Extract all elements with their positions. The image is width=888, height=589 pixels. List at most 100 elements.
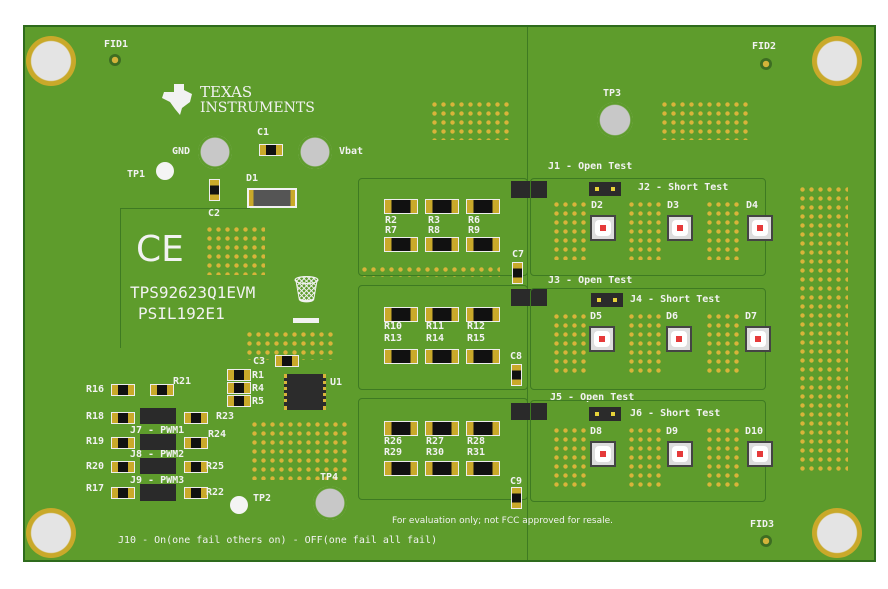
r19-label: R19 [86, 436, 105, 447]
pwm-jumper-j7[interactable] [140, 408, 176, 424]
via-array [360, 265, 500, 277]
r31-label: R31 [467, 447, 486, 458]
j3-label: J3 - Open Test [548, 275, 633, 286]
via-array [205, 225, 265, 275]
mounting-hole [812, 36, 862, 86]
r27-label: R27 [426, 436, 445, 447]
resistor-r30 [425, 461, 459, 476]
c8-label: C8 [510, 351, 523, 362]
test-point-tp3[interactable] [597, 102, 633, 138]
resistor-r6 [466, 199, 500, 214]
gnd-label: GND [172, 146, 191, 157]
r4-label: R4 [252, 383, 265, 394]
ti-logo-line1: TEXAS [200, 83, 253, 101]
capacitor-c2 [209, 179, 220, 201]
r2-label: R2 [385, 215, 398, 226]
resistor-r28 [466, 421, 500, 436]
c7-label: C7 [512, 249, 525, 260]
ce-mark: CE [136, 229, 184, 270]
via-array [627, 312, 663, 374]
r11-label: R11 [426, 321, 445, 332]
d4-label: D4 [746, 200, 759, 211]
gnd-terminal[interactable] [198, 135, 232, 169]
short-test-header-j2[interactable] [589, 182, 621, 196]
resistor-r8 [425, 237, 459, 252]
c3-label: C3 [253, 356, 266, 367]
pwm-jumper-j9[interactable] [140, 484, 176, 501]
j6-label: J6 - Short Test [630, 408, 721, 419]
fiducial-mark [760, 535, 772, 547]
tp2-label: TP2 [253, 493, 272, 504]
r8-label: R8 [428, 225, 441, 236]
d1-label: D1 [246, 173, 259, 184]
j8-label: J8 - PWM2 [130, 449, 185, 460]
r5-label: R5 [252, 396, 265, 407]
mounting-hole [26, 508, 76, 558]
resistor-r19 [111, 437, 135, 449]
ti-texas-icon [162, 84, 192, 115]
via-array [705, 426, 741, 488]
test-point-tp4[interactable] [313, 486, 347, 520]
test-point-tp2[interactable] [230, 496, 248, 514]
resistor-r13 [384, 349, 418, 364]
test-point-tp1[interactable] [156, 162, 174, 180]
r29-label: R29 [384, 447, 403, 458]
pwm-jumper-j8[interactable] [140, 434, 176, 450]
resistor-r2 [384, 199, 418, 214]
r6-label: R6 [468, 215, 481, 226]
mounting-hole [26, 36, 76, 86]
led-d8 [590, 441, 616, 467]
fid2-label: FID2 [752, 41, 777, 52]
resistor-r25 [184, 461, 208, 473]
resistor-r24 [184, 437, 208, 449]
mounting-hole [812, 508, 862, 558]
board-id: PSIL192E1 [138, 304, 225, 323]
r13-label: R13 [384, 333, 403, 344]
short-test-header-j4[interactable] [591, 293, 623, 307]
via-array [798, 185, 848, 475]
r16-label: R16 [86, 384, 105, 395]
ic-u1 [284, 374, 326, 410]
resistor-r3 [425, 199, 459, 214]
r23-label: R23 [216, 411, 235, 422]
open-test-connector-j3[interactable] [511, 289, 547, 306]
r9-label: R9 [468, 225, 481, 236]
via-array [245, 330, 335, 360]
j7-label: J7 - PWM1 [130, 425, 185, 436]
j4-label: J4 - Short Test [630, 294, 721, 305]
r10-label: R10 [384, 321, 403, 332]
r21-label: R21 [173, 376, 192, 387]
d6-label: D6 [666, 311, 679, 322]
resistor-r16 [111, 384, 135, 396]
resistor-r11 [425, 307, 459, 322]
led-d9 [667, 441, 693, 467]
d8-label: D8 [590, 426, 603, 437]
via-array [552, 426, 588, 488]
r17-label: R17 [86, 483, 105, 494]
led-d5 [589, 326, 615, 352]
r30-label: R30 [426, 447, 445, 458]
resistor-r21 [150, 384, 174, 396]
pwm-jumper-j8-body[interactable] [140, 458, 176, 474]
j9-label: J9 - PWM3 [130, 475, 185, 486]
via-array [552, 200, 588, 260]
tp3-label: TP3 [603, 88, 622, 99]
capacitor-c1 [259, 144, 283, 156]
short-test-header-j6[interactable] [589, 407, 621, 421]
trace [120, 208, 121, 348]
open-test-connector-j5[interactable] [511, 403, 547, 420]
led-d3 [667, 215, 693, 241]
resistor-r14 [425, 349, 459, 364]
capacitor-c8 [511, 364, 522, 386]
resistor-section-2 [358, 285, 528, 390]
resistor-section-1 [358, 178, 528, 276]
weee-bar [293, 318, 319, 323]
resistor-r27 [425, 421, 459, 436]
j10-label: J10 - On(one fail others on) - OFF(one f… [118, 535, 438, 546]
r14-label: R14 [426, 333, 445, 344]
open-test-connector-j1[interactable] [511, 181, 547, 198]
d3-label: D3 [667, 200, 680, 211]
ti-logo-line2: INSTRUMENTS [200, 100, 315, 116]
fcc-notice: For evaluation only; not FCC approved fo… [392, 516, 614, 526]
vbat-terminal[interactable] [298, 135, 332, 169]
